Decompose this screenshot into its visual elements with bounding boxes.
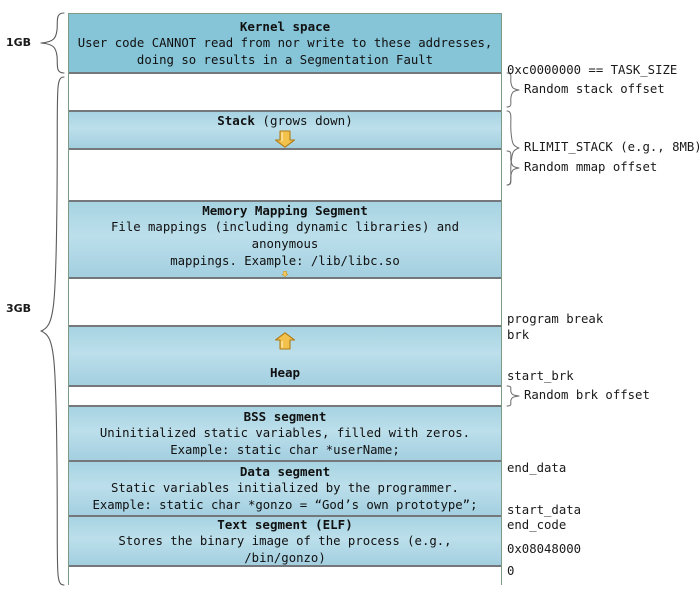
block-desc-text: Stores the binary image of the process (… xyxy=(118,533,452,565)
rlimit-stack-brace xyxy=(506,110,520,186)
block-title-text: Text segment (ELF) xyxy=(217,516,353,532)
memory-block-unused-gap xyxy=(69,278,501,326)
address-label-start-data: start_data xyxy=(507,503,582,517)
offset-label-random-stack-offset: Random stack offset xyxy=(524,82,665,96)
block-desc-bss: Uninitialized static variables, filled w… xyxy=(99,426,471,457)
memory-block-random-brk-gap xyxy=(69,386,501,406)
address-label-load-address: 0x08048000 xyxy=(507,542,582,556)
block-title-mmap: Memory Mapping Segment xyxy=(202,203,368,218)
address-label-program-break: program break xyxy=(507,312,604,326)
block-desc-mmap: File mappings (including dynamic librari… xyxy=(111,220,459,268)
address-label-zero: 0 xyxy=(507,564,515,578)
block-desc-data: Static variables initialized by the prog… xyxy=(92,481,478,512)
block-title-data: Data segment xyxy=(239,464,331,479)
memory-block-stack: Stack (grows down) xyxy=(69,111,501,149)
heap-grows-up-arrow xyxy=(274,332,296,350)
stack-grows-down-arrow xyxy=(274,130,296,148)
memory-block-bss-segment: BSS segment Uninitialized static variabl… xyxy=(69,406,501,461)
address-label-end-data: end_data xyxy=(507,461,567,475)
size-label-kernel: 1GB xyxy=(6,36,32,49)
block-title-stack-suffix: (grows down) xyxy=(254,113,353,128)
memory-block-random-stack-gap xyxy=(69,73,501,111)
block-title-stack-main: Stack xyxy=(217,113,255,128)
random-brk-offset-brace xyxy=(506,385,520,407)
memory-block-text-segment: Text segment (ELF) Stores the binary ima… xyxy=(69,516,501,566)
memory-block-memory-mapping-segment: Memory Mapping Segment File mappings (in… xyxy=(69,201,501,278)
memory-block-bottom-gap xyxy=(69,566,501,586)
block-title-stack: Stack (grows down) xyxy=(217,112,352,129)
memory-block-mmap-gap xyxy=(69,149,501,201)
block-title-heap: Heap xyxy=(269,365,301,380)
address-label-brk: brk xyxy=(507,328,530,342)
memory-block-data-segment: Data segment Static variables initialize… xyxy=(69,461,501,516)
block-title-kernel: Kernel space xyxy=(239,18,331,34)
offset-label-random-brk-offset: Random brk offset xyxy=(524,388,650,402)
offset-label-rlimit-stack: RLIMIT_STACK (e.g., 8MB) xyxy=(524,140,700,154)
address-label-task-size: 0xc0000000 == TASK_SIZE xyxy=(507,63,678,77)
address-label-end-code: end_code xyxy=(507,518,567,532)
offset-label-random-mmap-offset: Random mmap offset xyxy=(524,160,658,174)
block-title-bss: BSS segment xyxy=(243,409,327,424)
size-label-user: 3GB xyxy=(6,302,32,315)
random-stack-offset-brace xyxy=(506,72,520,108)
mmap-grows-down-arrow xyxy=(281,271,289,277)
address-label-start-brk: start_brk xyxy=(507,369,574,383)
kernel-size-brace xyxy=(40,12,65,74)
memory-column: Kernel space User code CANNOT read from … xyxy=(68,13,502,586)
random-mmap-offset-brace xyxy=(506,150,520,186)
memory-block-kernel: Kernel space User code CANNOT read from … xyxy=(69,14,501,73)
user-size-brace xyxy=(40,76,65,586)
memory-block-heap: Heap xyxy=(69,326,501,386)
block-desc-kernel: User code CANNOT read from nor write to … xyxy=(77,35,493,67)
